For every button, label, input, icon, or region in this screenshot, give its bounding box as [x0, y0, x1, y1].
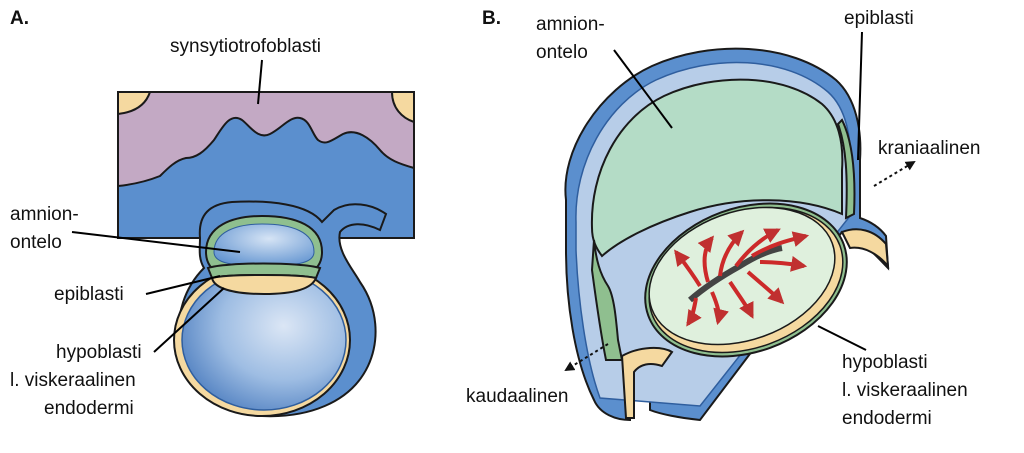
label-hypoblast-a-2: l. viskeraalinen [10, 370, 136, 391]
leader-syncytiotrophoblast [257, 59, 263, 105]
caudal-direction-arrow [564, 343, 609, 372]
label-amnion-b-1: amnion- [536, 14, 605, 35]
leader-epiblast-b [857, 31, 863, 161]
primitive-streak [688, 245, 783, 303]
label-hypoblast-a-1: hypoblasti [56, 342, 142, 363]
label-epiblast-a: epiblasti [54, 284, 124, 305]
label-amnion-a-2: ontelo [10, 232, 62, 253]
panel-a-tag: A. [10, 8, 29, 29]
leader-amnion-b [613, 49, 673, 129]
migration-arrows [674, 228, 810, 327]
leader-hypoblast-a [153, 287, 225, 353]
leader-amnion-a [71, 231, 241, 253]
embryonic-disc-b [644, 202, 848, 358]
label-cranial: kraniaalinen [878, 138, 980, 159]
panel-a: A. synsytiotrofoblasti [10, 8, 415, 419]
leader-hypoblast-b [817, 325, 867, 351]
label-caudal: kaudaalinen [466, 386, 568, 407]
label-amnion-b-2: ontelo [536, 42, 588, 63]
label-amnion-a-1: amnion- [10, 204, 79, 225]
bilaminar-disc-a [206, 262, 322, 296]
leader-epiblast-a [145, 275, 221, 295]
label-hypoblast-b-2: l. viskeraalinen [842, 380, 968, 401]
panel-b-tag: B. [482, 8, 501, 29]
hypoblast-layer-a [210, 274, 318, 296]
amniotic-cavity-b [590, 78, 844, 258]
cranial-direction-arrow [873, 160, 916, 187]
label-hypoblast-b-1: hypoblasti [842, 352, 928, 373]
label-epiblast-b: epiblasti [844, 8, 914, 29]
syncytiotrophoblast-region [117, 91, 415, 188]
label-hypoblast-b-3: endodermi [842, 408, 932, 429]
panel-b: B. [466, 8, 980, 429]
label-syncytiotrophoblast: synsytiotrofoblasti [170, 36, 321, 57]
label-hypoblast-a-3: endodermi [44, 398, 134, 419]
